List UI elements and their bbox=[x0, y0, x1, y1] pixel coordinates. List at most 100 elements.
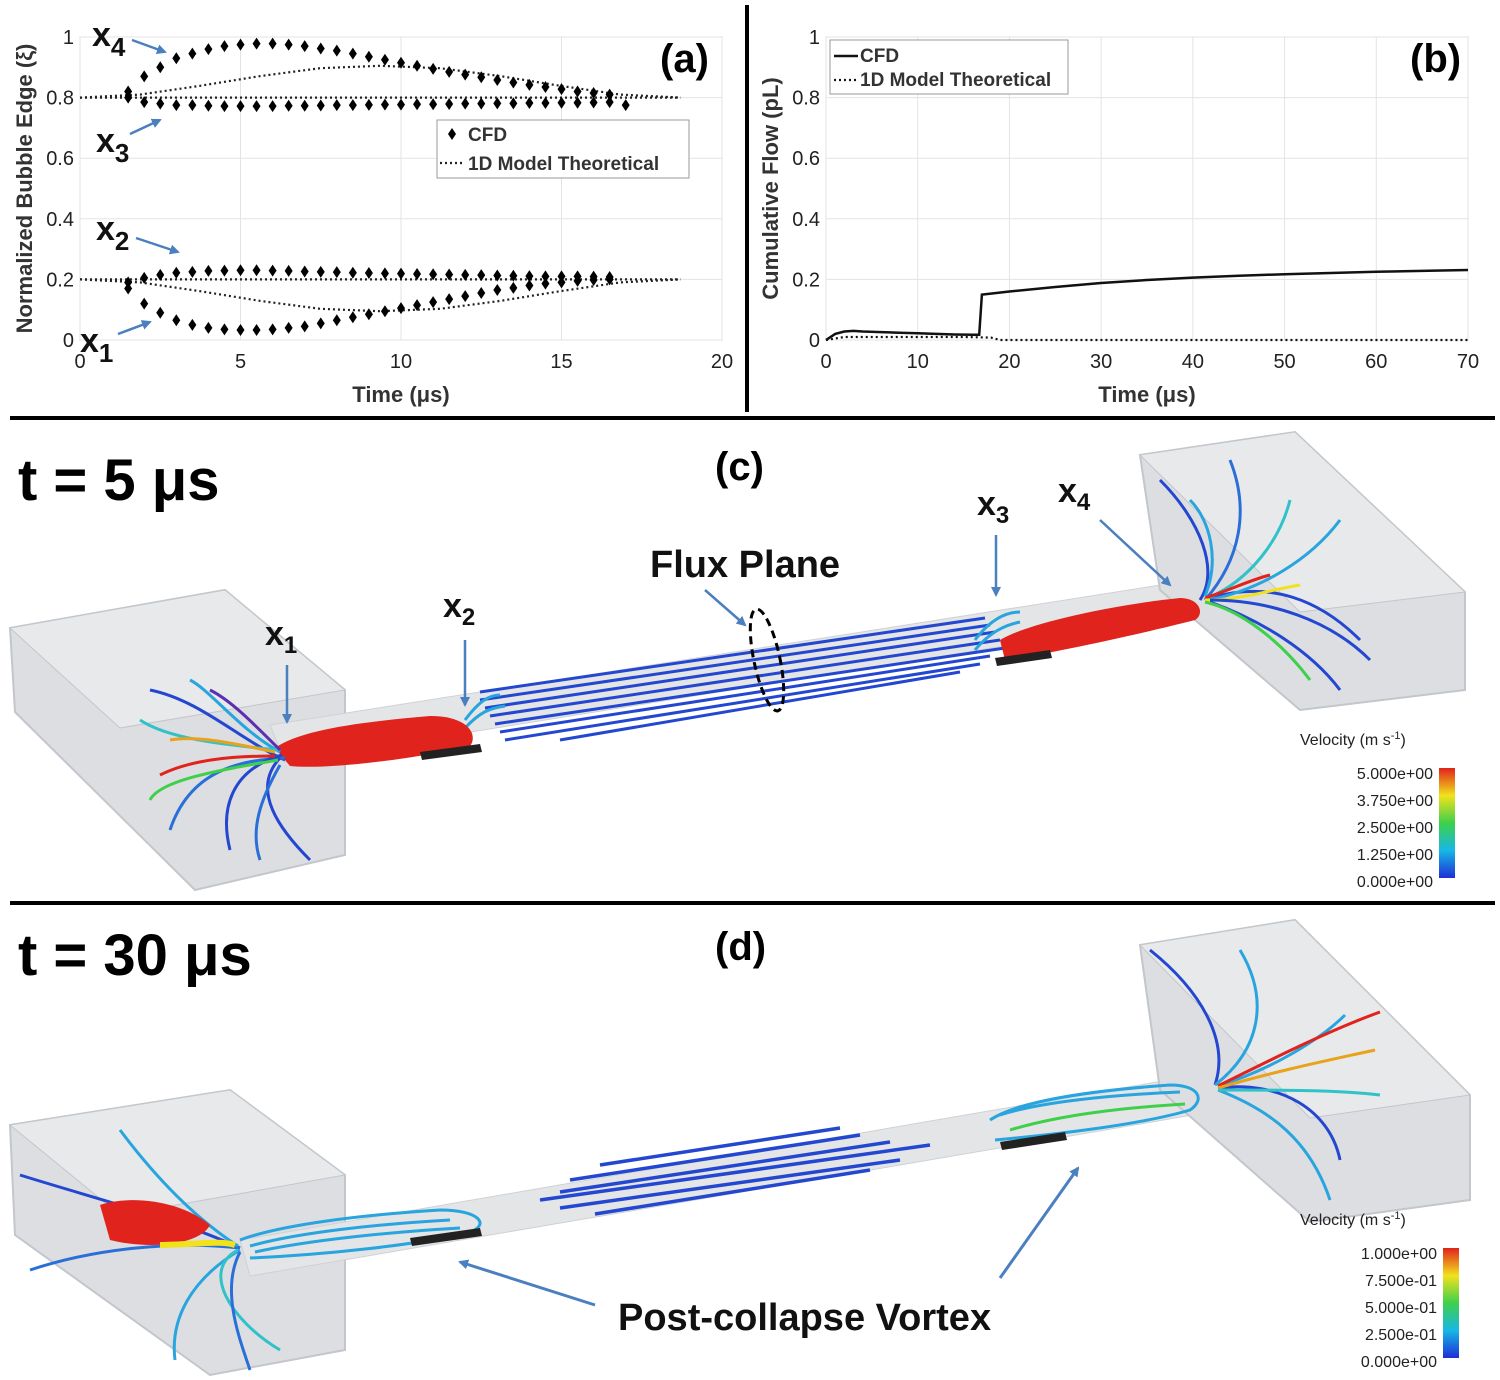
colorbar-d bbox=[1443, 1248, 1459, 1358]
cfd-marker bbox=[380, 53, 389, 66]
cfd-marker bbox=[461, 268, 470, 281]
x-tick-label: 10 bbox=[907, 351, 929, 373]
marker-x2-c: x2 bbox=[443, 587, 475, 631]
cfd-marker bbox=[220, 100, 229, 113]
cfd-marker bbox=[332, 266, 341, 279]
cfd-marker bbox=[445, 97, 454, 110]
cfd-marker bbox=[236, 264, 245, 277]
colorbar-tick-d-2: 5.000e-01 bbox=[1365, 1300, 1437, 1317]
cfd-marker bbox=[172, 266, 181, 279]
cfd-marker bbox=[188, 47, 197, 60]
cfd-marker bbox=[268, 323, 277, 336]
cfd-marker bbox=[493, 74, 502, 87]
cfd-marker bbox=[284, 38, 293, 51]
cfd-marker bbox=[397, 302, 405, 315]
cfd-marker bbox=[557, 276, 566, 289]
cfd-marker bbox=[573, 85, 582, 98]
colorbar-tick-c-3: 1.250e+00 bbox=[1357, 847, 1433, 864]
annotation-arrow bbox=[131, 38, 167, 54]
legend-label-theory: 1D Model Theoretical bbox=[468, 154, 659, 175]
annotation-arrow bbox=[129, 118, 162, 136]
legend-marker-cfd bbox=[448, 128, 456, 140]
cfd-marker bbox=[605, 96, 614, 109]
cfd-marker bbox=[316, 265, 325, 278]
cfd-marker bbox=[204, 43, 213, 56]
cfd-marker bbox=[124, 282, 133, 295]
cfd-marker bbox=[156, 268, 165, 281]
cfd-marker bbox=[332, 314, 341, 327]
cfd-marker bbox=[140, 297, 149, 310]
cfd-marker bbox=[124, 85, 133, 98]
colorbar-tick-d-3: 2.500e-01 bbox=[1365, 1327, 1437, 1344]
panel-label-a: (a) bbox=[660, 37, 709, 81]
cfd-marker bbox=[525, 78, 534, 91]
cfd-marker bbox=[348, 99, 357, 112]
cfd-marker bbox=[413, 267, 422, 280]
cfd-marker bbox=[397, 56, 405, 69]
colorbar-tick-d-4: 0.000e+00 bbox=[1361, 1354, 1437, 1371]
series-line-cfd bbox=[825, 268, 1469, 342]
cfd-marker bbox=[188, 99, 197, 112]
cfd-marker bbox=[220, 323, 229, 336]
cfd-marker bbox=[220, 264, 229, 277]
cfd-marker bbox=[541, 277, 550, 290]
cfd-marker bbox=[429, 268, 438, 281]
cfd-marker bbox=[429, 296, 438, 309]
cfd-marker bbox=[509, 76, 518, 89]
cfd-marker bbox=[124, 91, 133, 104]
cfd-marker bbox=[413, 59, 422, 72]
panel-label-b: (b) bbox=[1410, 37, 1461, 81]
cfd-marker bbox=[188, 318, 197, 331]
x-tick-label: 5 bbox=[235, 351, 246, 373]
x-tick-label: 0 bbox=[820, 351, 831, 373]
cfd-marker bbox=[316, 42, 325, 55]
cfd-marker bbox=[156, 306, 165, 319]
cfd-marker bbox=[284, 321, 293, 334]
y-tick-label: 1 bbox=[63, 27, 74, 49]
cfd-marker bbox=[477, 97, 486, 110]
cfd-marker bbox=[252, 37, 261, 50]
panel-label-d: (d) bbox=[715, 925, 766, 969]
cfd-marker bbox=[364, 98, 373, 111]
cfd-marker bbox=[300, 40, 309, 53]
colorbar-tick-c-0: 5.000e+00 bbox=[1357, 766, 1433, 783]
cfd-marker bbox=[252, 264, 261, 277]
cfd-marker bbox=[300, 265, 309, 278]
bubble-right bbox=[1000, 598, 1200, 660]
colorbar-tick-c-4: 0.000e+00 bbox=[1357, 874, 1433, 891]
cfd-marker bbox=[477, 287, 486, 300]
cfd-marker bbox=[557, 83, 566, 96]
annotation-arrow bbox=[135, 236, 180, 255]
colorbar-title-d: Velocity (m s-1) bbox=[1300, 1210, 1406, 1229]
cfd-marker bbox=[541, 97, 550, 110]
cfd-marker bbox=[509, 97, 518, 110]
cfd-marker bbox=[172, 99, 181, 112]
vortex-arrow-left bbox=[458, 1259, 596, 1307]
cfd-marker bbox=[300, 99, 309, 112]
x-axis-label: Time (μs) bbox=[1098, 382, 1195, 407]
legend-b bbox=[829, 39, 1069, 95]
cfd-marker bbox=[557, 96, 566, 109]
cfd-marker bbox=[204, 264, 213, 277]
cfd-marker bbox=[493, 97, 502, 110]
x-tick-label: 20 bbox=[711, 351, 733, 373]
marker-x3-c: x3 bbox=[977, 485, 1009, 529]
cfd-marker bbox=[493, 284, 502, 297]
cfd-marker bbox=[156, 61, 165, 74]
cfd-marker bbox=[589, 96, 598, 109]
cfd-marker bbox=[172, 314, 181, 327]
cfd-marker bbox=[188, 265, 197, 278]
x-tick-label: 0 bbox=[74, 351, 85, 373]
cfd-marker bbox=[397, 98, 405, 111]
y-tick-label: 0.2 bbox=[792, 269, 820, 291]
cfd-marker bbox=[605, 88, 614, 101]
cfd-marker bbox=[573, 270, 582, 283]
y-tick-label: 0.4 bbox=[792, 209, 820, 231]
vortex-red-region bbox=[100, 1200, 210, 1245]
cfd-marker bbox=[252, 324, 261, 337]
marker-x4-c: x4 bbox=[1058, 472, 1091, 516]
cfd-marker bbox=[621, 99, 630, 112]
